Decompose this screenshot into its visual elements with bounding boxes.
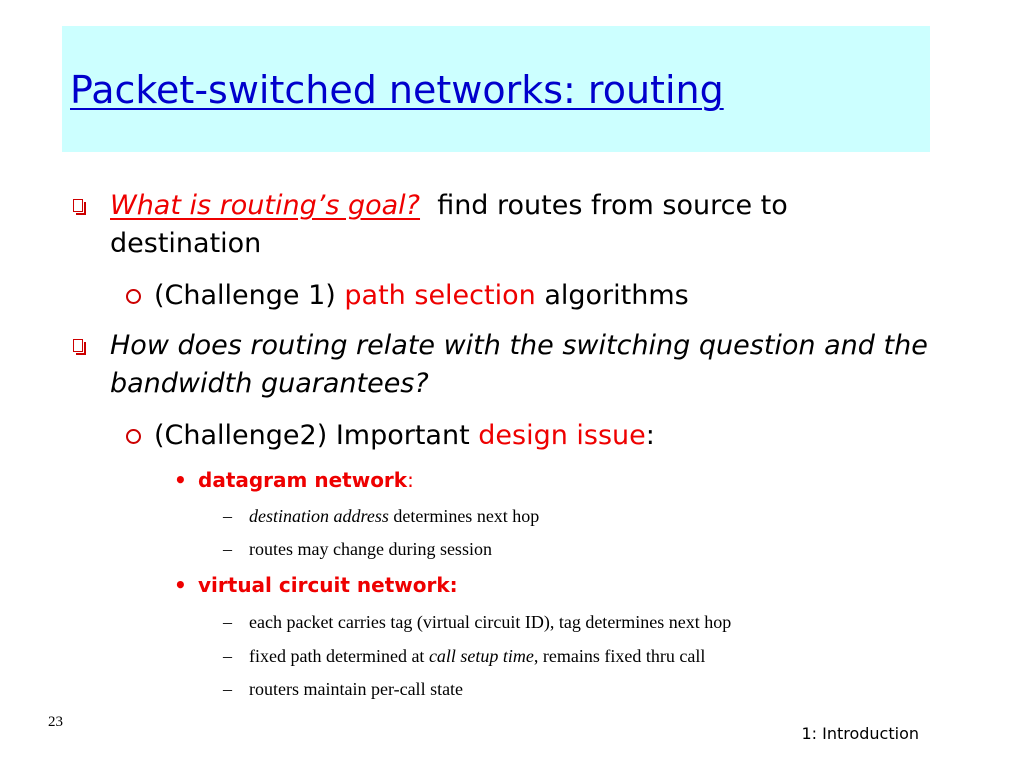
datagram-item-1: – destination address determines next ho…: [223, 505, 540, 527]
vc-item-2-post: , remains fixed thru call: [533, 646, 706, 666]
datagram-item-2: – routes may change during session: [223, 538, 492, 560]
routing-goal-answer: find routes from source to destination: [110, 190, 788, 259]
challenge-1-suffix: algorithms: [535, 280, 689, 311]
vc-item-1-text: each packet carries tag (virtual circuit…: [249, 612, 732, 632]
dash-bullet-icon: –: [223, 679, 232, 699]
challenge-2-highlight: design issue: [478, 420, 646, 451]
vc-item-3-text: routers maintain per-call state: [249, 679, 464, 699]
dash-bullet-icon: –: [223, 612, 232, 632]
challenge-2-prefix: (Challenge2) Important: [154, 420, 479, 451]
virtual-circuit-network-label: virtual circuit network:: [198, 573, 458, 597]
datagram-network-label: datagram network: [198, 468, 408, 492]
challenge-1-item: (Challenge 1) path selection algorithms: [126, 277, 689, 315]
vc-item-3: – routers maintain per-call state: [223, 678, 464, 700]
circle-bullet-icon: [126, 289, 141, 304]
bullet-routing-switching: How does routing relate with the switchi…: [73, 327, 940, 403]
routing-switching-question: How does routing relate with the switchi…: [110, 330, 928, 399]
dash-bullet-icon: –: [223, 506, 232, 526]
page-number: 23: [48, 714, 63, 730]
challenge-1-prefix: (Challenge 1): [154, 280, 345, 311]
destination-address-term: destination address: [249, 506, 389, 526]
bullet-routing-goal: What is routing’s goal? find routes from…: [73, 187, 940, 263]
dot-bullet-icon: •: [174, 468, 187, 492]
vc-item-2: – fixed path determined at call setup ti…: [223, 645, 706, 667]
challenge-1-highlight: path selection: [344, 280, 536, 311]
square-bullet-icon: [73, 339, 86, 355]
datagram-network-colon: :: [407, 468, 414, 492]
datagram-network-item: • datagram network:: [174, 467, 414, 493]
title-box: Packet-switched networks: routing: [62, 26, 930, 152]
dot-bullet-icon: •: [174, 573, 187, 597]
datagram-item-2-text: routes may change during session: [249, 539, 492, 559]
vc-item-2-pre: fixed path determined at: [249, 646, 429, 666]
datagram-item-1-rest: determines next hop: [388, 506, 540, 526]
routing-goal-question: What is routing’s goal?: [110, 190, 421, 221]
dash-bullet-icon: –: [223, 539, 232, 559]
square-bullet-icon: [73, 199, 86, 215]
circle-bullet-icon: [126, 429, 141, 444]
slide-title: Packet-switched networks: routing: [70, 68, 724, 112]
dash-bullet-icon: –: [223, 646, 232, 666]
footer-label: 1: Introduction: [801, 724, 919, 743]
virtual-circuit-network-item: • virtual circuit network:: [174, 572, 458, 598]
vc-item-1: – each packet carries tag (virtual circu…: [223, 611, 732, 633]
challenge-2-suffix: :: [645, 420, 655, 451]
call-setup-time-term: call setup time: [428, 646, 534, 666]
challenge-2-item: (Challenge2) Important design issue:: [126, 417, 655, 455]
